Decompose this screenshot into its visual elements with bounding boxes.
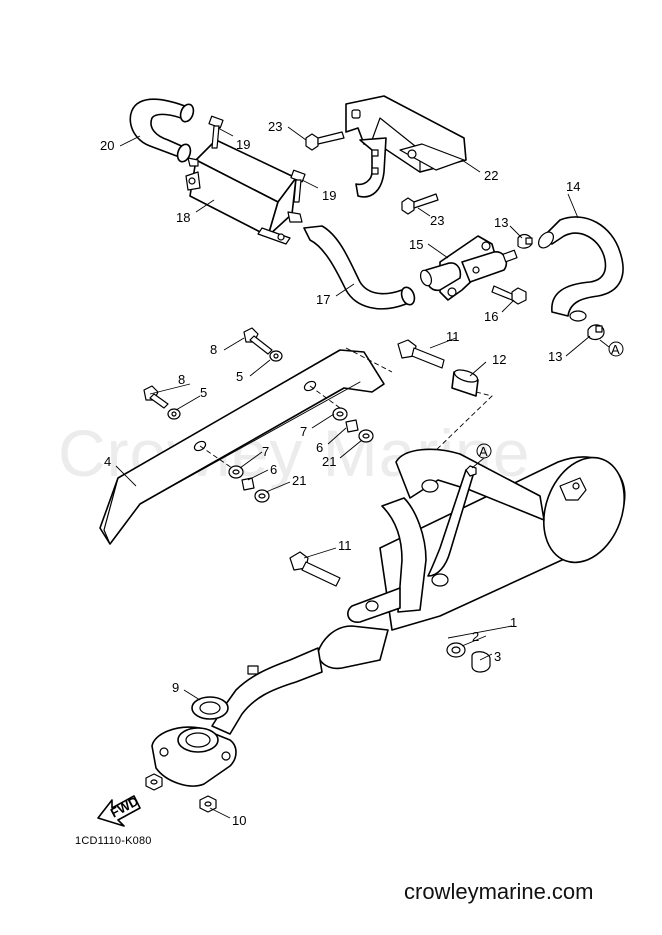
callout-21b: 21 bbox=[292, 473, 306, 488]
callout-8b: 8 bbox=[178, 372, 185, 387]
ref-mark-a-lower: A bbox=[471, 443, 492, 469]
callout-11a: 11 bbox=[446, 329, 460, 344]
guide-line-12 bbox=[431, 391, 493, 455]
part-9-gasket[interactable] bbox=[191, 696, 229, 720]
part-21-nut-right[interactable] bbox=[358, 429, 374, 443]
callout-4: 4 bbox=[104, 454, 111, 469]
exhaust-flange[interactable] bbox=[151, 726, 237, 787]
callout-12: 12 bbox=[492, 352, 506, 367]
part-5-washer-upper[interactable] bbox=[269, 350, 283, 362]
fwd-direction-arrow: FWD bbox=[97, 793, 141, 827]
part-13-clamp-lower[interactable] bbox=[587, 324, 605, 341]
ref-mark-a-upper: A bbox=[599, 339, 624, 357]
part-22-bracket[interactable] bbox=[345, 95, 467, 198]
part-10-nut-right[interactable] bbox=[199, 795, 217, 813]
svg-text:A: A bbox=[479, 444, 488, 459]
callout-10: 10 bbox=[232, 813, 246, 828]
part-10-nut-left[interactable] bbox=[145, 773, 163, 791]
leader-lines bbox=[115, 126, 591, 819]
callout-18: 18 bbox=[176, 210, 190, 225]
callout-23a: 23 bbox=[268, 119, 282, 134]
part-12-collar[interactable] bbox=[451, 368, 479, 397]
callout-13b: 13 bbox=[548, 349, 562, 364]
part-1-muffler[interactable] bbox=[317, 446, 638, 670]
callout-5b: 5 bbox=[200, 385, 207, 400]
callout-6a: 6 bbox=[316, 440, 323, 455]
callout-11b: 11 bbox=[338, 538, 352, 553]
drawing-code: 1CD1110-K080 bbox=[75, 835, 152, 847]
part-11-bolt-upper[interactable] bbox=[397, 339, 445, 369]
callout-19b: 19 bbox=[322, 188, 336, 203]
part-19-screw-upper[interactable] bbox=[208, 115, 224, 149]
part-6-collar-left[interactable] bbox=[241, 477, 255, 491]
part-20-hose[interactable] bbox=[129, 98, 195, 163]
part-23-bolt-lower[interactable] bbox=[401, 193, 439, 215]
callout-labels: 20 19 19 18 23 22 23 14 13 15 17 16 13 8… bbox=[100, 119, 580, 828]
callout-19a: 19 bbox=[236, 137, 250, 152]
callout-16: 16 bbox=[484, 309, 498, 324]
part-8-bolt-lower[interactable] bbox=[143, 385, 169, 409]
callout-14: 14 bbox=[566, 179, 580, 194]
part-14-hose[interactable] bbox=[536, 216, 624, 322]
svg-text:A: A bbox=[611, 342, 620, 357]
part-15-valve[interactable] bbox=[419, 235, 518, 301]
callout-22: 22 bbox=[484, 168, 498, 183]
callout-6b: 6 bbox=[270, 462, 277, 477]
part-19-screw-lower[interactable] bbox=[290, 169, 306, 203]
part-8-bolt-upper[interactable] bbox=[243, 327, 273, 355]
part-2-grommet[interactable] bbox=[446, 642, 466, 658]
part-7-grommet-right[interactable] bbox=[332, 407, 348, 421]
callout-5a: 5 bbox=[236, 369, 243, 384]
callout-3: 3 bbox=[494, 649, 501, 664]
callout-21a: 21 bbox=[322, 454, 336, 469]
callout-7a: 7 bbox=[300, 424, 307, 439]
exhaust-pipe[interactable] bbox=[211, 647, 323, 735]
part-11-bolt-lower[interactable] bbox=[289, 551, 341, 587]
callout-8a: 8 bbox=[210, 342, 217, 357]
part-5-washer-lower[interactable] bbox=[167, 408, 181, 420]
part-4-heat-protector[interactable] bbox=[99, 347, 393, 545]
callout-15: 15 bbox=[409, 237, 423, 252]
callout-13a: 13 bbox=[494, 215, 508, 230]
part-23-bolt-upper[interactable] bbox=[305, 131, 345, 151]
part-21-nut-left[interactable] bbox=[254, 489, 270, 503]
part-7-grommet-left[interactable] bbox=[228, 465, 244, 479]
callout-9: 9 bbox=[172, 680, 179, 695]
callout-20: 20 bbox=[100, 138, 114, 153]
callout-17: 17 bbox=[316, 292, 330, 307]
part-3-collar[interactable] bbox=[471, 651, 491, 673]
part-16-bolt[interactable] bbox=[491, 285, 527, 305]
part-6-collar-right[interactable] bbox=[345, 419, 359, 433]
part-18-canister[interactable] bbox=[185, 139, 303, 245]
callout-23b: 23 bbox=[430, 213, 444, 228]
callout-1: 1 bbox=[510, 615, 517, 630]
site-footer-link[interactable]: crowleymarine.com bbox=[404, 879, 594, 904]
part-17-hose[interactable] bbox=[303, 225, 417, 310]
callout-7b: 7 bbox=[262, 444, 269, 459]
callout-2: 2 bbox=[472, 629, 479, 644]
